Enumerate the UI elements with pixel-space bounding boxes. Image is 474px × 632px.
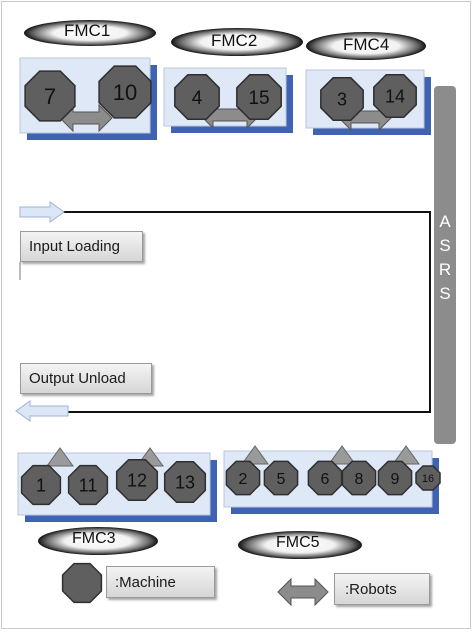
- fmc4-label: FMC4: [343, 35, 390, 54]
- machine-number: 9: [391, 471, 400, 488]
- machine-octagon: [307, 460, 343, 496]
- machine-number: 1: [36, 475, 46, 495]
- machine-number: 12: [127, 470, 147, 490]
- asrs-letter: S: [439, 236, 451, 255]
- output-arrow: [15, 400, 69, 422]
- legend-robot-box: :Robots: [334, 573, 430, 605]
- asrs-letter: R: [438, 260, 452, 279]
- machine-number: 13: [175, 472, 195, 492]
- machine-octagon: [225, 460, 261, 496]
- asrs-column: A S R S: [434, 86, 456, 444]
- machine-octagon: [373, 74, 417, 118]
- machine-octagon: [263, 460, 299, 496]
- robot-arrow: [277, 577, 329, 607]
- machine-number: 15: [248, 88, 269, 109]
- fmc-ellipse: [171, 28, 303, 56]
- machine-number: 11: [79, 475, 98, 495]
- input-loading-box: Input Loading: [20, 231, 143, 262]
- legend-machine-label: :Machine: [115, 573, 176, 591]
- machine-octagon: [415, 465, 441, 491]
- machine-number: 3: [337, 89, 347, 109]
- machine-octagon: [24, 70, 76, 122]
- machine-number: 2: [239, 471, 248, 488]
- machine-number: 14: [385, 86, 405, 106]
- robot-arrow: [241, 445, 269, 465]
- robot-arrow: [59, 103, 113, 133]
- machine-number: 5: [277, 471, 286, 488]
- input-loading-label: Input Loading: [29, 238, 120, 255]
- machine-octagon: [115, 458, 159, 502]
- machine-number: 7: [44, 84, 56, 109]
- machine-number: 4: [192, 88, 203, 109]
- machine-octagon: [320, 77, 364, 121]
- conveyor-loop: [60, 211, 431, 413]
- machine-octagon: [20, 464, 62, 506]
- machine-octagon: [163, 460, 207, 504]
- machine-octagon: [98, 65, 152, 119]
- machine-octagon: [67, 464, 109, 506]
- machine-octagon: [174, 74, 220, 120]
- robot-arrow: [392, 445, 420, 465]
- fmc-ellipse: [38, 527, 158, 555]
- fmc-ellipse: [306, 32, 426, 60]
- output-unload-box: Output Unload: [20, 363, 152, 394]
- fmc-ellipse: [24, 20, 156, 46]
- legend-machine-icon: [61, 562, 103, 604]
- machine-number: 6: [321, 471, 330, 488]
- fmc5-label: FMC5: [276, 534, 320, 551]
- machine-octagon: [236, 74, 282, 120]
- machine-number: 10: [113, 80, 137, 105]
- input-arrow: [19, 201, 65, 223]
- fmc1-label: FMC1: [64, 21, 111, 40]
- legend-robot-label: :Robots: [345, 580, 397, 598]
- fmc-ellipse: [238, 531, 362, 559]
- machine-number: 8: [355, 471, 364, 488]
- asrs-letter: S: [439, 284, 451, 303]
- legend-machine-box: :Machine: [106, 566, 215, 598]
- robot-arrow: [328, 445, 356, 465]
- machine-number: 16: [422, 473, 434, 485]
- robot-arrow: [46, 447, 74, 467]
- output-unload-label: Output Unload: [29, 370, 126, 387]
- machine-octagon: [377, 460, 413, 496]
- asrs-letter: A: [439, 212, 451, 231]
- machine-octagon: [341, 460, 377, 496]
- fmc3-label: FMC3: [72, 530, 116, 547]
- fmc2-label: FMC2: [211, 31, 258, 50]
